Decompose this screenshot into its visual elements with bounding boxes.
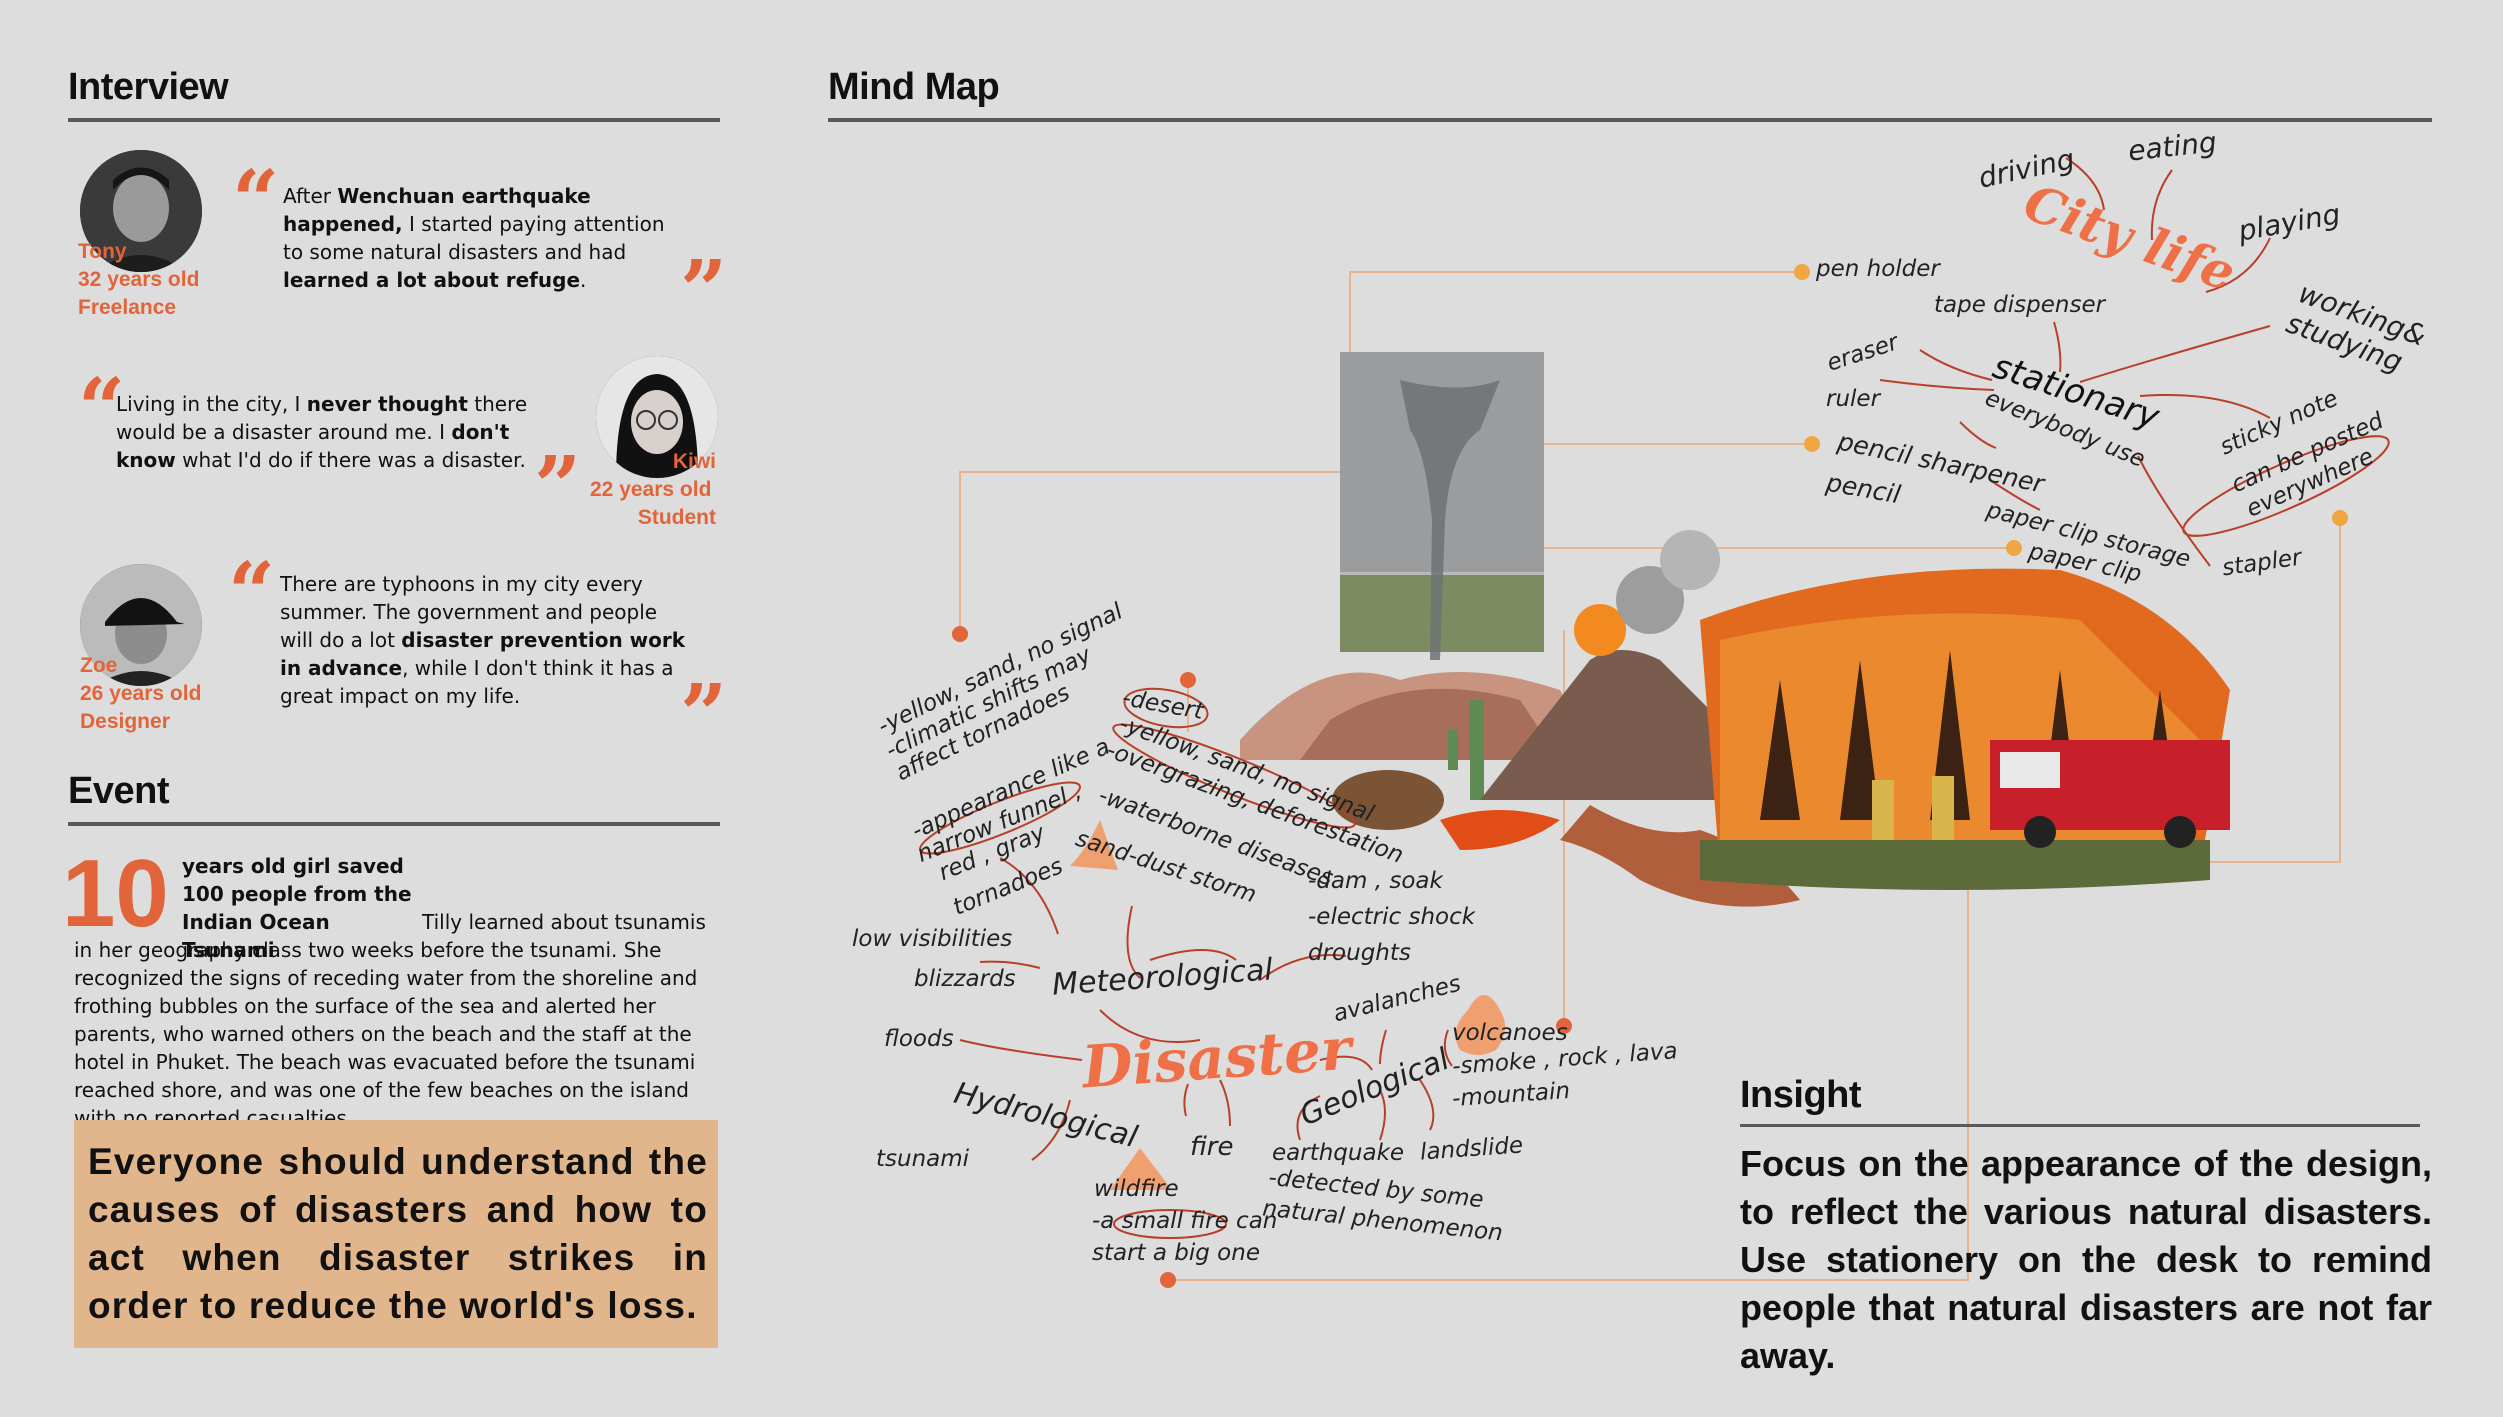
connector-dot xyxy=(1556,1018,1572,1034)
wildfire-note-2: -a small fire can xyxy=(1092,1208,1278,1234)
event-rule xyxy=(68,822,720,826)
wildfire-label: wildfire xyxy=(1094,1176,1179,1202)
tape-dispenser-label: tape dispenser xyxy=(1934,292,2106,318)
insight-rule xyxy=(1740,1124,2420,1127)
kiwi-quote: Living in the city, I never thought ther… xyxy=(116,392,528,472)
close-quote-icon: ” xyxy=(680,667,728,763)
event-headline: years old girl saved 100 people from the… xyxy=(182,854,412,962)
droughts-label: droughts xyxy=(1308,940,1411,966)
event-number: 10 xyxy=(62,840,169,947)
close-quote-icon: ” xyxy=(680,243,728,339)
event-callout xyxy=(74,1120,718,1348)
close-quote-icon: ” xyxy=(534,439,582,535)
low-visibilities-label: low visibilities xyxy=(852,926,1013,952)
tsunami-label: tsunami xyxy=(876,1146,970,1172)
electric-shock-label: -electric shock xyxy=(1308,904,1476,930)
avatar-zoe xyxy=(80,564,202,686)
interview-title: Interview xyxy=(68,66,229,108)
dam-label: -dam , soak xyxy=(1308,868,1443,894)
earthquake-label: earthquake xyxy=(1272,1140,1405,1166)
connector-dot xyxy=(1794,264,1810,280)
connector-dot xyxy=(1804,436,1820,452)
mindmap-rule xyxy=(828,118,2432,122)
connector-dot xyxy=(1160,1272,1176,1288)
event-callout-text: Everyone should understand the causes of… xyxy=(88,1141,708,1326)
tony-quote: After Wenchuan earthquake happened, I st… xyxy=(283,184,665,292)
connector-dot xyxy=(2006,540,2022,556)
blizzards-label: blizzards xyxy=(914,966,1016,992)
open-quote-icon: “ xyxy=(78,361,126,457)
open-quote-icon: “ xyxy=(228,545,276,641)
open-quote-icon: “ xyxy=(232,153,280,249)
connector-dot xyxy=(2332,510,2348,526)
wildfire-note-3: start a big one xyxy=(1092,1240,1260,1266)
event-title: Event xyxy=(68,770,169,812)
floods-label: floods xyxy=(884,1026,954,1052)
kiwi-name: Kiwi 22 years old Student xyxy=(590,450,716,529)
connector-dot xyxy=(1180,672,1196,688)
insight-title: Insight xyxy=(1740,1074,1862,1116)
mindmap-title: Mind Map xyxy=(828,66,1000,108)
event-body: Tilly learned about tsunamis in her geog… xyxy=(74,910,706,1130)
zoe-quote: There are typhoons in my city every summ… xyxy=(280,572,686,708)
volcanoes-label: volcanoes xyxy=(1452,1020,1568,1046)
pen-holder-label: pen holder xyxy=(1816,256,1940,282)
connector-dot xyxy=(952,626,968,642)
interview-rule xyxy=(68,118,720,122)
fire-label: fire xyxy=(1190,1132,1234,1162)
avatar-tony xyxy=(80,150,202,272)
insight-text: Focus on the appearance of the design, t… xyxy=(1740,1143,2432,1376)
ruler-label: ruler xyxy=(1826,386,1881,412)
avatar-kiwi xyxy=(596,356,718,478)
